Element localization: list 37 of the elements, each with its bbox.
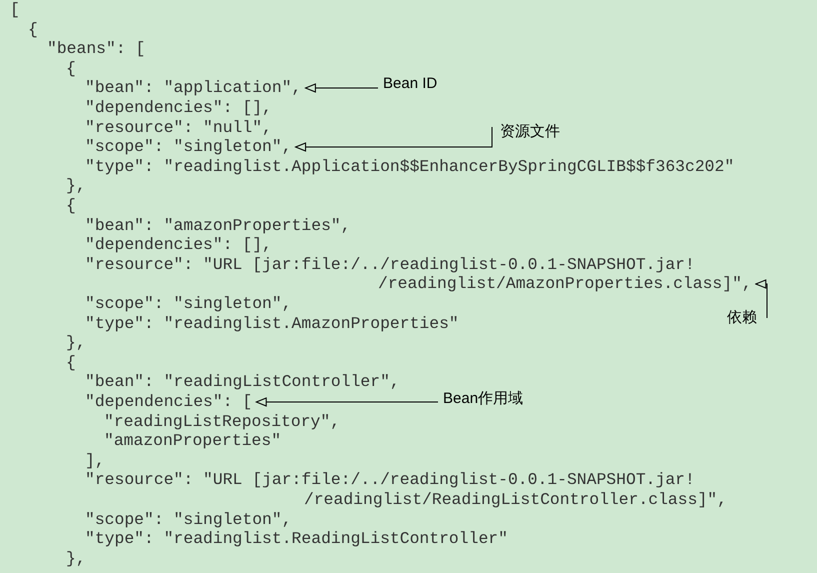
code-line: { — [66, 196, 76, 216]
code-line: "scope": "singleton", — [85, 294, 292, 314]
callout-label: 依赖 — [727, 308, 757, 328]
code-line: "bean": "application", — [85, 78, 302, 98]
leader-line — [256, 398, 438, 406]
leader-line — [295, 126, 492, 152]
code-line: { — [66, 58, 76, 78]
code-line: /readinglist/ReadingListController.class]", — [304, 490, 727, 510]
code-line: "type": "readinglist.AmazonProperties" — [85, 314, 459, 334]
code-line: "beans": [ — [47, 39, 146, 59]
code-line: /readinglist/AmazonProperties.class]", — [378, 274, 752, 294]
code-line: "bean": "readingListController", — [85, 372, 400, 392]
code-line: { — [66, 352, 76, 372]
code-line: "scope": "singleton", — [85, 510, 292, 530]
code-line: }, — [66, 333, 86, 353]
code-line: "scope": "singleton", — [85, 137, 292, 157]
code-line: "dependencies": [], — [85, 98, 272, 118]
code-line: { — [28, 20, 38, 40]
leader-line — [304, 84, 378, 92]
code-line: "amazonProperties" — [104, 431, 282, 451]
code-line: ], — [85, 450, 105, 470]
leader-line — [755, 280, 768, 318]
callout-label: 资源文件 — [500, 122, 560, 142]
code-line: "resource": "URL [jar:file:/../readinglist-0.0.1-SNAPSHOT.jar! — [85, 254, 695, 274]
code-line: }, — [66, 176, 86, 196]
code-line: "readingListRepository", — [104, 412, 340, 432]
code-line: "resource": "null", — [85, 118, 272, 138]
code-line: "resource": "URL [jar:file:/../readinglist-0.0.1-SNAPSHOT.jar! — [85, 470, 695, 490]
code-line: [ — [10, 0, 20, 20]
callout-label: Bean ID — [383, 74, 438, 94]
code-line: "type": "readinglist.ReadingListController" — [85, 529, 508, 549]
code-line: "type": "readinglist.Application$$EnhancerBySpringCGLIB$$f363c202" — [85, 156, 734, 176]
code-line: "bean": "amazonProperties", — [85, 216, 351, 236]
callout-label: Bean作用域 — [443, 389, 524, 409]
code-line: "dependencies": [], — [85, 235, 272, 255]
code-line: }, — [66, 548, 86, 568]
code-line: "dependencies": [ — [85, 392, 252, 412]
